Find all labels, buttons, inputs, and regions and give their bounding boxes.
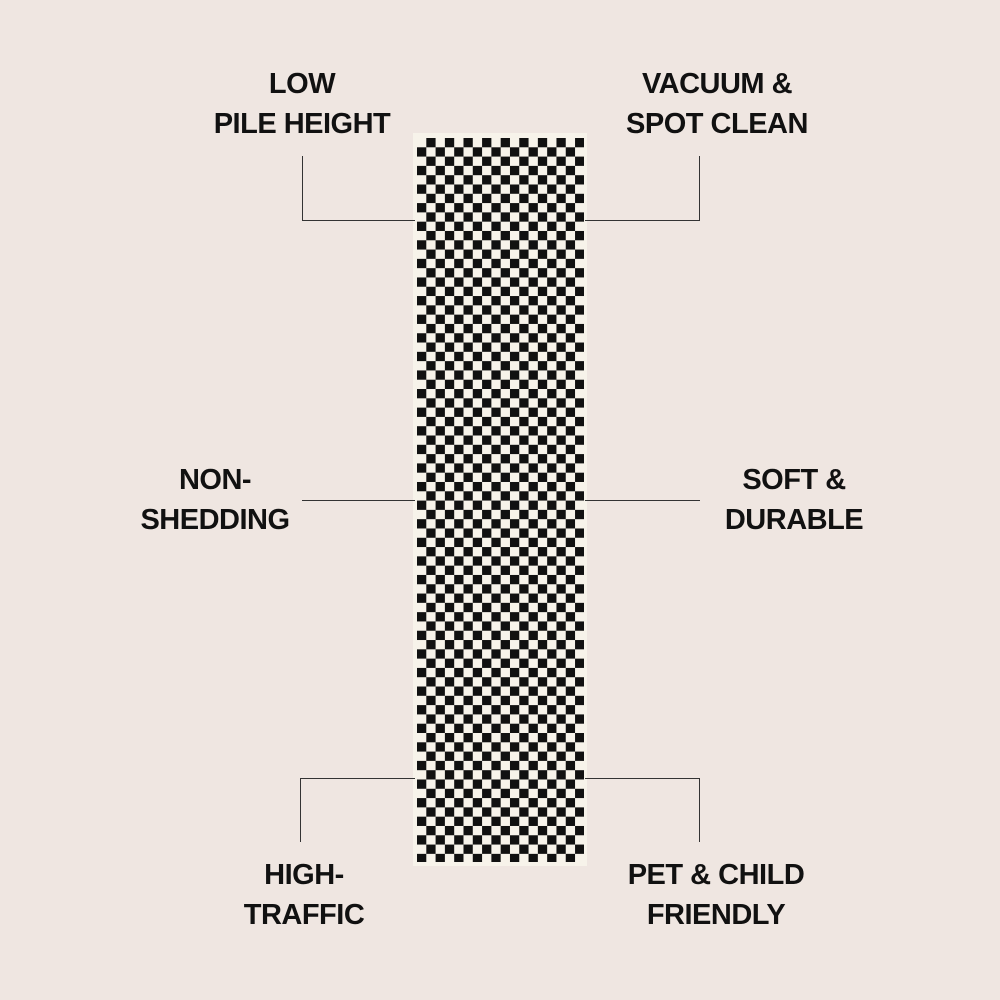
feature-line: LOW bbox=[268, 68, 336, 100]
connector-line bbox=[699, 778, 700, 842]
feature-pet-child-friendly: PET & CHILD FRIENDLY bbox=[566, 855, 866, 935]
feature-high-traffic: HIGH- TRAFFIC bbox=[154, 855, 454, 935]
feature-line: HIGH- bbox=[264, 859, 344, 891]
checker-pattern bbox=[417, 138, 584, 862]
feature-line: SOFT & bbox=[742, 464, 846, 496]
feature-line: TRAFFIC bbox=[243, 899, 365, 931]
feature-line: FRIENDLY bbox=[646, 899, 786, 931]
connector-line bbox=[585, 220, 700, 221]
feature-line: PET & CHILD bbox=[627, 859, 805, 891]
feature-line: SHEDDING bbox=[140, 504, 290, 536]
feature-line: VACUUM & bbox=[641, 68, 793, 100]
checkered-runner-rug bbox=[413, 133, 587, 866]
feature-low-pile-height: LOW PILE HEIGHT bbox=[152, 64, 452, 144]
connector-line bbox=[302, 220, 415, 221]
connector-line bbox=[585, 778, 700, 779]
connector-line bbox=[699, 156, 700, 220]
feature-line: PILE HEIGHT bbox=[213, 108, 391, 140]
feature-line: SPOT CLEAN bbox=[626, 108, 808, 140]
feature-line: NON- bbox=[178, 464, 252, 496]
connector-line bbox=[302, 156, 303, 220]
connector-line bbox=[585, 500, 700, 501]
connector-line bbox=[300, 778, 415, 779]
feature-line: DURABLE bbox=[724, 504, 864, 536]
connector-line bbox=[302, 500, 415, 501]
connector-line bbox=[300, 778, 301, 842]
feature-non-shedding: NON- SHEDDING bbox=[65, 460, 365, 540]
feature-soft-durable: SOFT & DURABLE bbox=[644, 460, 944, 540]
feature-vacuum-spot-clean: VACUUM & SPOT CLEAN bbox=[567, 64, 867, 144]
